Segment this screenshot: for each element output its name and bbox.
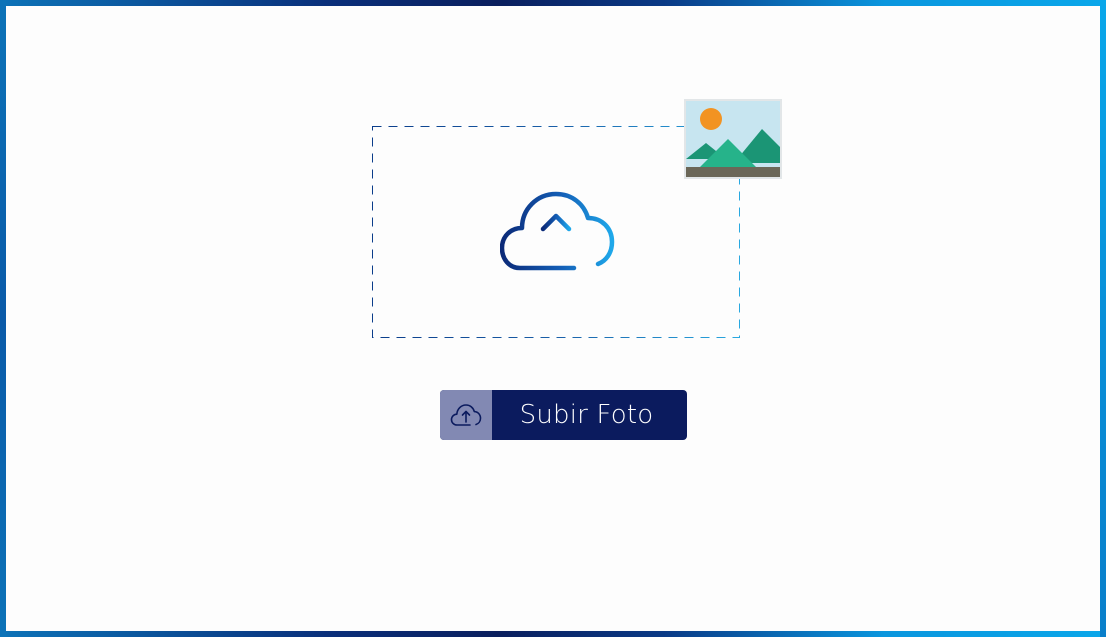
photo-dropzone[interactable] (372, 126, 740, 338)
image-placeholder-icon (684, 99, 782, 179)
frame-border-right (1100, 0, 1106, 637)
upload-button-label: Subir Foto (519, 400, 654, 430)
dropzone-dashed-border (372, 126, 740, 338)
cloud-upload-icon (500, 191, 615, 271)
upload-photo-button[interactable]: Subir Foto (440, 390, 687, 440)
frame-border-bottom (0, 631, 1106, 637)
frame-border-left (0, 0, 6, 637)
cloud-upload-icon (450, 404, 482, 426)
frame-border-top (0, 0, 1106, 6)
upload-button-icon-area (440, 390, 492, 440)
